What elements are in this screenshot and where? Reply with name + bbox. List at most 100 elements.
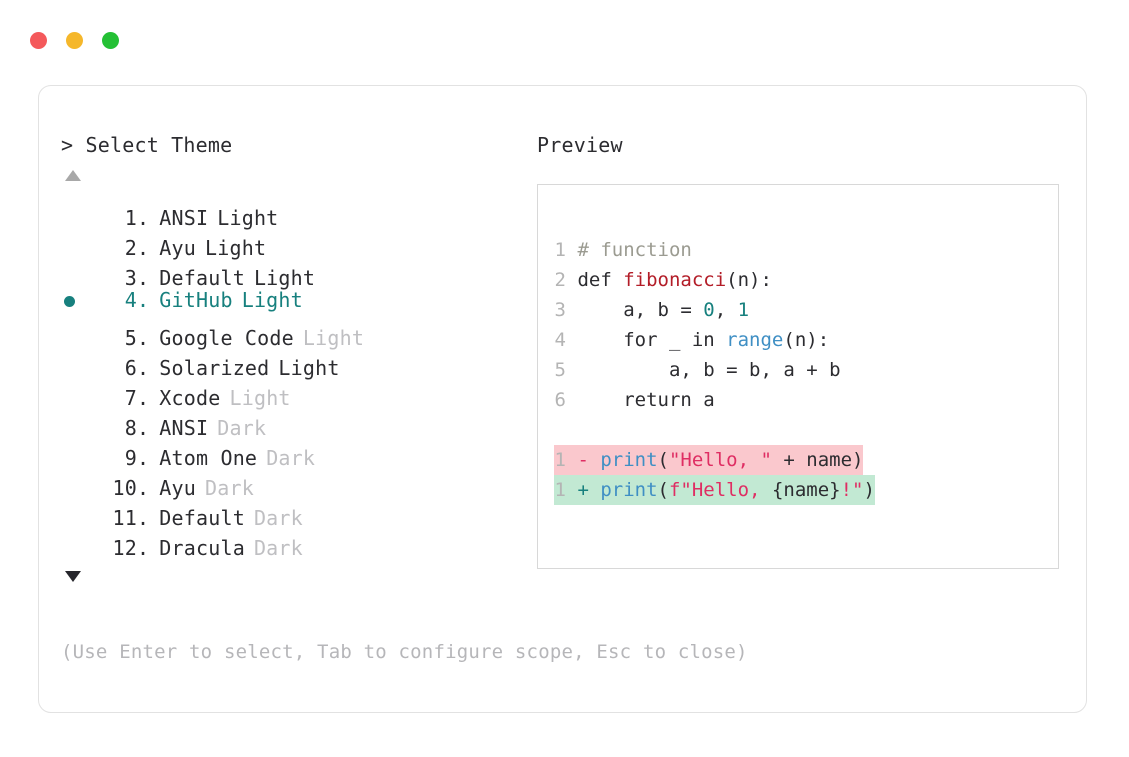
selection-bullet-cell — [61, 405, 91, 435]
line-number: 3 — [554, 299, 566, 321]
line-gutter-space — [566, 329, 577, 351]
code-token: def — [577, 269, 624, 291]
theme-index: 11 — [112, 506, 137, 530]
theme-index: 3 — [124, 266, 137, 290]
selection-bullet-cell — [61, 287, 91, 317]
code-token: 1 — [737, 299, 750, 321]
line-number: 1 — [554, 479, 566, 501]
triangle-down-icon[interactable] — [65, 571, 81, 582]
theme-name: ANSI — [159, 206, 209, 230]
theme-list-item[interactable]: 5. Google Code Light — [61, 315, 531, 350]
theme-name: ANSI — [159, 416, 209, 440]
selection-bullet-cell — [61, 465, 91, 495]
code-token: print — [600, 449, 658, 471]
selection-bullet-cell — [61, 375, 91, 405]
theme-index: 8 — [124, 416, 137, 440]
theme-index-separator: . — [137, 506, 150, 530]
theme-name: Default — [159, 506, 245, 530]
theme-index: 5 — [124, 326, 137, 350]
close-window-button[interactable] — [30, 32, 47, 49]
theme-index-separator: . — [137, 416, 150, 440]
theme-name: Xcode — [159, 386, 221, 410]
line-gutter-space — [566, 299, 577, 321]
keyboard-hint: (Use Enter to select, Tab to configure s… — [61, 641, 748, 663]
theme-index-separator: . — [137, 356, 150, 380]
selection-bullet-cell — [61, 525, 91, 555]
theme-name: Atom One — [159, 446, 258, 470]
code-token: return a — [577, 389, 715, 411]
selection-bullet-cell — [61, 345, 91, 375]
code-line: 2 def fibonacci(n): — [554, 265, 875, 295]
code-token: !" — [840, 479, 864, 501]
theme-index: 1 — [124, 206, 137, 230]
maximize-window-button[interactable] — [102, 32, 119, 49]
theme-index: 12 — [112, 536, 137, 560]
prompt-heading: > Select Theme — [61, 132, 531, 158]
selection-bullet-cell — [61, 225, 91, 255]
code-token: "Hello, " — [668, 449, 772, 471]
theme-index-separator: . — [137, 236, 150, 260]
theme-variant: Light — [204, 236, 267, 260]
theme-variant: Light — [217, 206, 279, 230]
code-token: # function — [577, 239, 692, 261]
prompt-marker: > — [61, 133, 74, 157]
theme-list-item[interactable]: 1. ANSI Light — [61, 195, 531, 230]
triangle-up-icon[interactable] — [65, 170, 81, 181]
code-line: 5 a, b = b, a + b — [554, 355, 875, 385]
theme-index-separator: . — [137, 326, 150, 350]
theme-list-item[interactable]: 11. Default Dark — [61, 495, 531, 530]
page-title: Select Theme — [85, 133, 233, 157]
code-token: (n): — [726, 269, 772, 291]
theme-list-item[interactable]: 8. ANSI Dark — [61, 405, 531, 440]
theme-variant: Dark — [253, 536, 303, 560]
code-token: ) — [852, 449, 864, 471]
selection-bullet-cell — [61, 195, 91, 225]
window-traffic-lights — [30, 32, 119, 49]
theme-index: 2 — [124, 236, 137, 260]
line-number: 5 — [554, 359, 566, 381]
theme-index-separator: . — [137, 288, 150, 312]
selection-bullet-cell — [61, 495, 91, 525]
code-token: ( — [657, 479, 669, 501]
line-gutter-space — [566, 359, 577, 381]
theme-variant: Light — [278, 356, 340, 380]
theme-variant: Light — [241, 288, 303, 312]
theme-variant: Dark — [266, 446, 316, 470]
theme-name: Google Code — [159, 326, 294, 350]
theme-index-separator: . — [137, 266, 150, 290]
diff-line-row: 1 + print(f"Hello, {name}!") — [554, 475, 875, 505]
theme-variant: Dark — [253, 506, 303, 530]
theme-variant: Light — [302, 326, 365, 350]
minimize-window-button[interactable] — [66, 32, 83, 49]
theme-name: GitHub — [159, 288, 233, 312]
theme-index-separator: . — [137, 206, 150, 230]
theme-variant: Light — [229, 386, 291, 410]
line-number: 6 — [554, 389, 566, 411]
code-token: 0 — [703, 299, 715, 321]
theme-variant: Light — [253, 266, 316, 290]
theme-list-item[interactable]: 4. GitHub Light — [61, 285, 531, 315]
code-token: ( — [657, 449, 669, 471]
theme-index: 9 — [124, 446, 137, 470]
theme-variant: Dark — [217, 416, 267, 440]
code-token: fibonacci — [623, 269, 727, 291]
diff-sign: - — [566, 449, 601, 471]
diff-sign: + — [566, 479, 601, 501]
code-token: a, b = b, a + b — [577, 359, 841, 381]
theme-index-separator: . — [137, 386, 150, 410]
theme-index: 4 — [124, 288, 137, 312]
code-line: 1 # function — [554, 235, 875, 265]
